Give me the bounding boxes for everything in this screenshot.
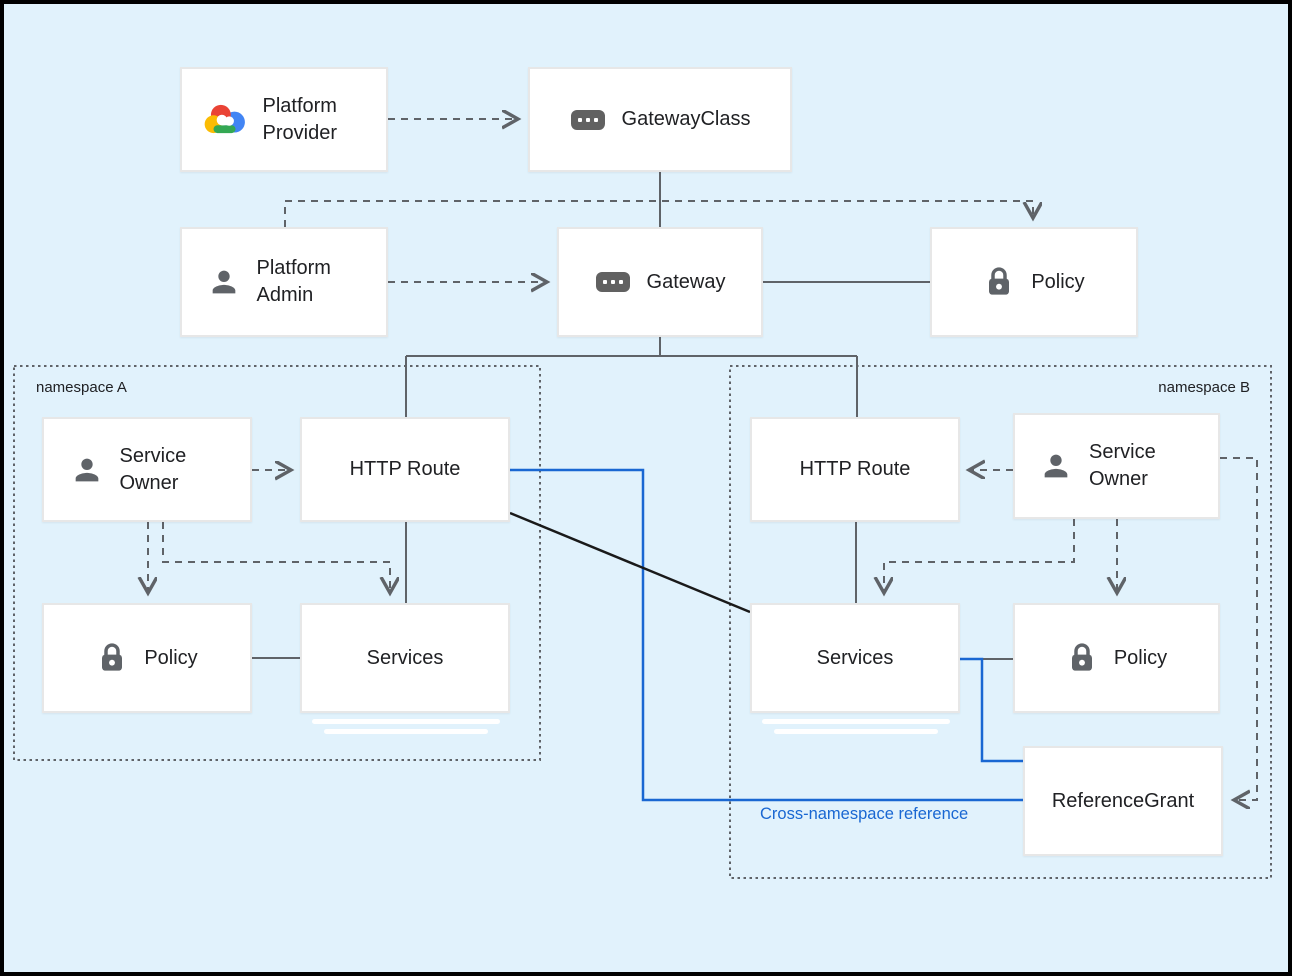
services-b-stack-line — [762, 719, 950, 724]
platform-provider-node: Platform Provider — [180, 67, 388, 172]
google-cloud-icon — [201, 101, 247, 139]
services-b-label: Services — [816, 646, 894, 669]
lock-icon — [96, 642, 128, 674]
platform-admin-label: Platform Admin — [256, 257, 331, 306]
http-route-a-node: HTTP Route — [300, 417, 510, 522]
person-icon — [1039, 449, 1073, 483]
policy-b-label: Policy — [1113, 646, 1168, 669]
lock-icon — [1066, 642, 1098, 674]
http-route-a-label: HTTP Route — [349, 458, 461, 480]
policy-a-label: Policy — [144, 646, 198, 669]
service-owner-a-label: Service Owner — [119, 444, 187, 494]
policy-a-node: Policy — [42, 603, 252, 713]
services-a-node: Services — [300, 603, 510, 713]
services-b-stack-line — [774, 729, 938, 734]
policy-admin-label: Policy — [1031, 270, 1085, 293]
gateway-node: Gateway — [557, 227, 763, 337]
cross-namespace-reference-label: Cross-namespace reference — [760, 805, 969, 823]
platform-provider-label: Platform Provider — [262, 94, 337, 144]
service-owner-a-node: Service Owner — [42, 417, 252, 522]
http-route-b-label: HTTP Route — [799, 458, 911, 480]
gateway-label: Gateway — [646, 270, 726, 293]
gatewayclass-label: GatewayClass — [621, 108, 751, 130]
services-a-label: Services — [366, 646, 444, 669]
platform-admin-node: Platform Admin — [180, 227, 388, 337]
lock-icon — [983, 266, 1015, 298]
person-icon — [207, 265, 241, 299]
policy-b-node: Policy — [1013, 603, 1220, 713]
reference-grant-node: ReferenceGrant — [1023, 746, 1223, 856]
services-b-node: Services — [750, 603, 960, 713]
namespace-a-label: namespace A — [36, 379, 127, 396]
services-a-stack-line — [324, 729, 488, 734]
namespace-b-label: namespace B — [1158, 379, 1250, 396]
services-a-stack-line — [312, 719, 500, 724]
resource-pill-icon — [595, 271, 631, 293]
gatewayclass-node: GatewayClass — [528, 67, 792, 172]
service-owner-b-node: Service Owner — [1013, 413, 1220, 519]
policy-admin-node: Policy — [930, 227, 1138, 337]
http-route-b-node: HTTP Route — [750, 417, 960, 522]
person-icon — [70, 453, 104, 487]
resource-pill-icon — [570, 109, 606, 131]
service-owner-b-label: Service Owner — [1089, 441, 1156, 490]
route-to-service-line — [509, 511, 751, 614]
reference-grant-label: ReferenceGrant — [1051, 789, 1195, 812]
